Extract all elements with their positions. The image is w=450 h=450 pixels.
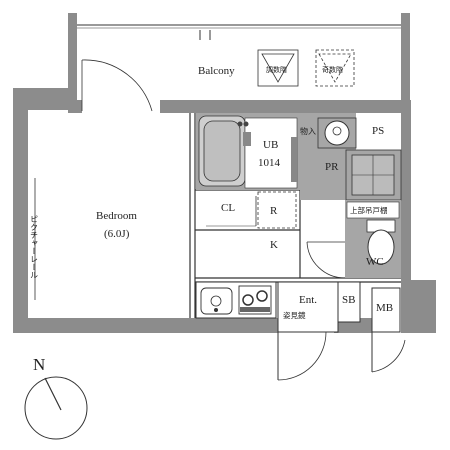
balcony-door — [81, 59, 153, 112]
room-label-wc: WC — [366, 256, 384, 268]
kitchen-counter — [195, 281, 277, 319]
unit-bath — [196, 113, 300, 190]
walls — [13, 13, 436, 333]
fridge-space — [257, 191, 297, 229]
room-label-r: R — [270, 205, 278, 217]
room-code-ub: 1014 — [258, 157, 281, 169]
toilet-room — [306, 200, 401, 279]
compass: N — [24, 355, 88, 440]
compass-north-label: N — [33, 355, 45, 374]
ac-unit-odd — [315, 49, 355, 87]
room-label-ps: PS — [372, 125, 384, 137]
room-label-k: K — [270, 239, 278, 251]
balcony-area — [77, 24, 401, 40]
room-label-ub: UB — [263, 139, 278, 151]
note-ac-odd: 奇数階 — [322, 65, 343, 74]
room-label-mb: MB — [376, 302, 393, 314]
room-label-sb: SB — [342, 294, 355, 306]
room-label-ent: Ent. — [299, 294, 317, 306]
room-label-bedroom: Bedroom — [96, 210, 137, 222]
ac-unit-even — [257, 49, 299, 87]
washer-space — [345, 149, 402, 201]
entrance — [277, 281, 361, 381]
room-size-bedroom: (6.0J) — [104, 228, 130, 240]
note-upper-shelf: 上部吊戸棚 — [350, 205, 388, 215]
closet — [206, 196, 257, 227]
room-label-balcony: Balcony — [198, 65, 235, 77]
note-picture-rail: ピクチャーレール — [30, 215, 39, 279]
note-ac-even: 調数階 — [266, 65, 287, 74]
note-mirror: 姿見鏡 — [283, 310, 306, 320]
room-label-cl: CL — [221, 202, 235, 214]
room-label-pr: PR — [325, 161, 339, 173]
meter-box — [371, 287, 406, 373]
note-washer-space: 物入 — [300, 126, 316, 136]
